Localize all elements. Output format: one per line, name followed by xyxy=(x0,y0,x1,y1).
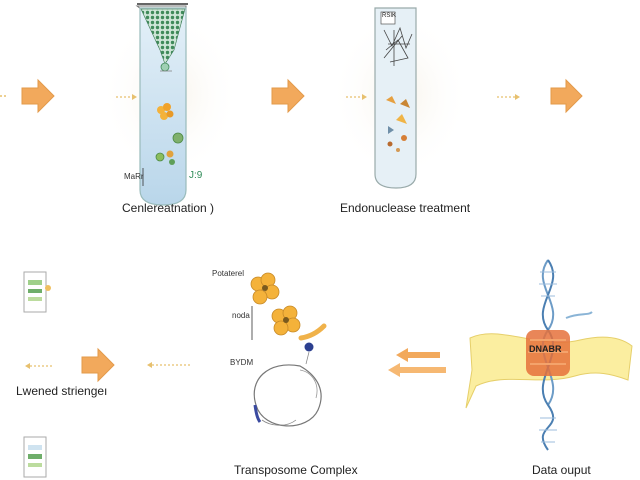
debris-icon xyxy=(383,26,413,66)
tube-1-tag-right: J:9 xyxy=(189,170,203,181)
document-icon xyxy=(23,271,51,313)
transposome-label-bottom: BYDM xyxy=(230,358,254,367)
adapter-icon xyxy=(298,323,327,341)
dotted-arrow-icon xyxy=(116,94,137,100)
protein-flower-icon xyxy=(250,272,280,305)
fragment-icon xyxy=(386,96,396,104)
data-output-caption: Data ouput xyxy=(532,463,591,477)
fragment-icon xyxy=(388,126,394,134)
cell-icon xyxy=(166,150,174,158)
tube-2-tag xyxy=(380,11,396,25)
dna-helix-icon xyxy=(526,259,593,451)
fragment-icon xyxy=(396,114,407,124)
cell-icon xyxy=(169,159,175,165)
dotted-arrow-icon xyxy=(25,363,52,369)
bottom-left-caption: Lwened striengeı xyxy=(16,384,108,398)
dotted-arrow-icon xyxy=(147,362,192,368)
arrow-right-icon xyxy=(81,347,115,383)
dotted-arrow-icon xyxy=(497,94,520,100)
tube-1 xyxy=(135,3,188,206)
helix-label: DNABR xyxy=(529,344,562,354)
stage-caption-centrifugation: Cenlereatnation ) xyxy=(122,201,215,215)
protein-flower-icon xyxy=(271,305,301,336)
fragment-icon xyxy=(401,135,407,141)
arrow-right-icon xyxy=(550,78,583,114)
dna-loop-icon xyxy=(253,364,322,427)
tube-2-tag-label: RSIK xyxy=(382,13,397,19)
document-icon xyxy=(23,436,47,478)
cell-icon xyxy=(155,152,165,162)
transposome-label-middle: noda xyxy=(232,311,250,320)
bead-column xyxy=(140,8,186,65)
transposome-label-top: Potaterel xyxy=(212,269,245,278)
fragment-icon xyxy=(387,141,393,147)
tube-2 xyxy=(374,7,417,189)
protein-cluster-icon xyxy=(157,103,174,120)
arrow-left-icon xyxy=(396,348,440,362)
arrow-left-icon xyxy=(388,363,446,377)
stage-caption-endonuclease: Endonuclease treatment xyxy=(340,201,471,215)
fragment-icon xyxy=(396,148,400,152)
tube-2-body xyxy=(374,7,417,189)
dotted-arrow-icon xyxy=(346,94,367,100)
tube-1-tag-left: MaRr xyxy=(124,172,144,181)
tube-1-body xyxy=(139,7,187,206)
fragment-icon xyxy=(400,99,410,108)
transposome-complex xyxy=(250,272,327,427)
transposome-caption: Transposome Complex xyxy=(234,463,358,477)
arrow-right-icon xyxy=(21,78,55,114)
bead-icon xyxy=(304,342,314,352)
arrow-right-icon xyxy=(271,78,305,114)
cell-icon xyxy=(172,132,184,144)
